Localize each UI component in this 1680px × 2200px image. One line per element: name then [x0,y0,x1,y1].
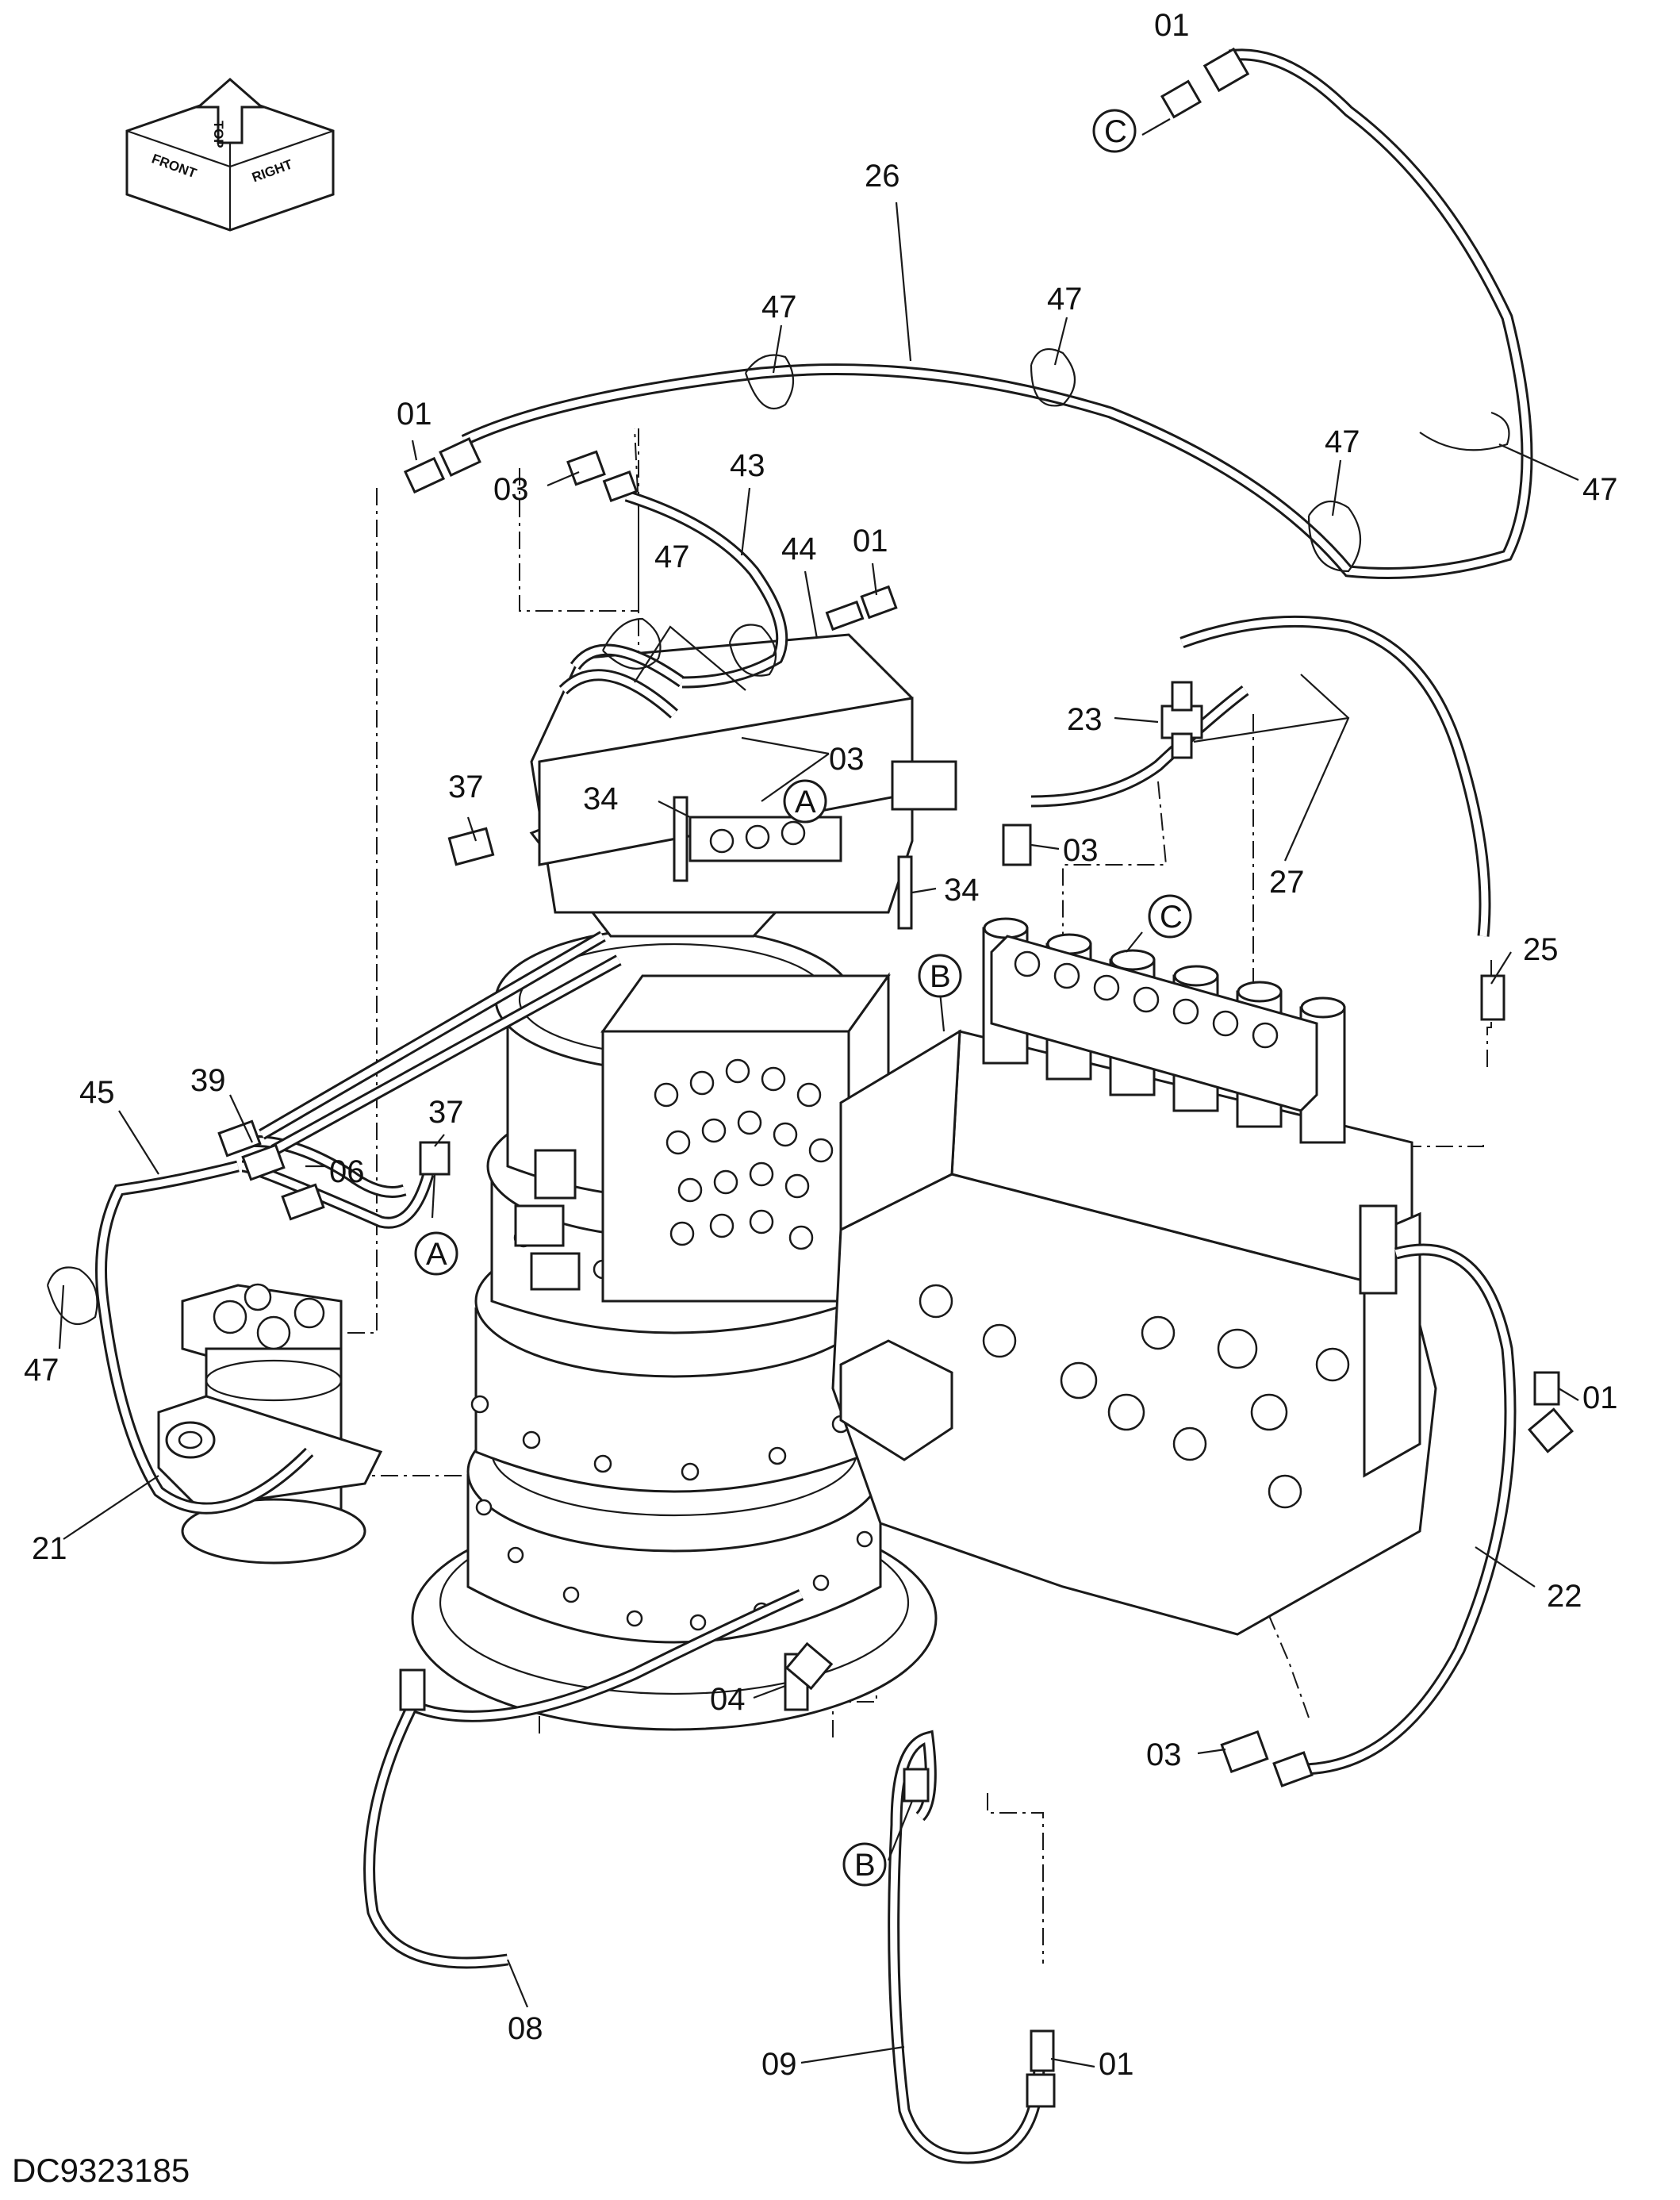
callout-47: 47 [24,1353,59,1388]
callout-03: 03 [1063,833,1099,868]
control-valve-assembly [831,917,1437,1636]
callout-34: 34 [583,781,619,816]
valve-fittings [654,1058,834,1250]
orientation-top: TOP [211,121,226,148]
leader-lines [58,118,1579,2068]
svg-text:B: B [930,959,951,994]
callout-21: 21 [32,1531,67,1566]
svg-text:C: C [1104,114,1127,149]
callout-43: 43 [730,448,765,483]
callout-26: 26 [865,159,900,194]
callout-39: 39 [190,1063,226,1098]
callout-37: 37 [428,1095,464,1130]
svg-text:A: A [795,785,816,820]
connector-a-top: A [783,779,827,824]
callout-01: 01 [1582,1380,1618,1415]
callout-01: 01 [1099,2047,1134,2082]
callout-47: 47 [654,539,690,574]
callout-34: 34 [944,873,980,908]
callout-01: 01 [397,397,432,432]
callout-01: 01 [1154,8,1190,43]
hoses [95,48,1533,2164]
callout-labels: 01 01 01 01 01 03 03 03 03 04 06 08 09 2… [24,8,1618,2082]
fittings [46,47,1575,2108]
callout-44: 44 [781,532,817,566]
center-joint [157,1283,383,1565]
callout-04: 04 [710,1682,746,1717]
svg-text:C: C [1160,900,1183,935]
callout-03: 03 [829,742,865,777]
callout-23: 23 [1067,702,1103,737]
connector-markers: C C A A B B [414,109,1192,1887]
connector-c-top: C [1092,109,1137,153]
connector-b-valve: B [918,954,962,998]
callout-25: 25 [1523,932,1559,967]
connector-b-bottom: B [842,1842,887,1887]
callout-01: 01 [853,524,888,559]
callout-37: 37 [448,770,484,804]
upper-valve-manifold [530,633,957,930]
svg-text:A: A [426,1237,447,1272]
swing-motor-assembly [411,784,938,1731]
callout-08: 08 [508,2011,543,2046]
callout-03: 03 [1146,1737,1182,1772]
callout-47: 47 [1582,472,1618,507]
callout-45: 45 [79,1075,115,1110]
callout-47: 47 [1325,424,1360,459]
callout-09: 09 [761,2047,797,2082]
connector-c-valve: C [1148,894,1192,939]
svg-text:B: B [854,1848,876,1883]
callout-06: 06 [329,1154,365,1189]
callout-03: 03 [493,472,529,507]
orientation-indicator: FRONT TOP RIGHT [125,78,335,232]
callout-47: 47 [761,290,797,324]
connector-a-left: A [414,1231,458,1276]
callout-47: 47 [1047,282,1083,317]
callout-22: 22 [1547,1579,1582,1614]
drawing-code: DC9323185 [12,2152,190,2189]
callout-27: 27 [1269,865,1305,900]
